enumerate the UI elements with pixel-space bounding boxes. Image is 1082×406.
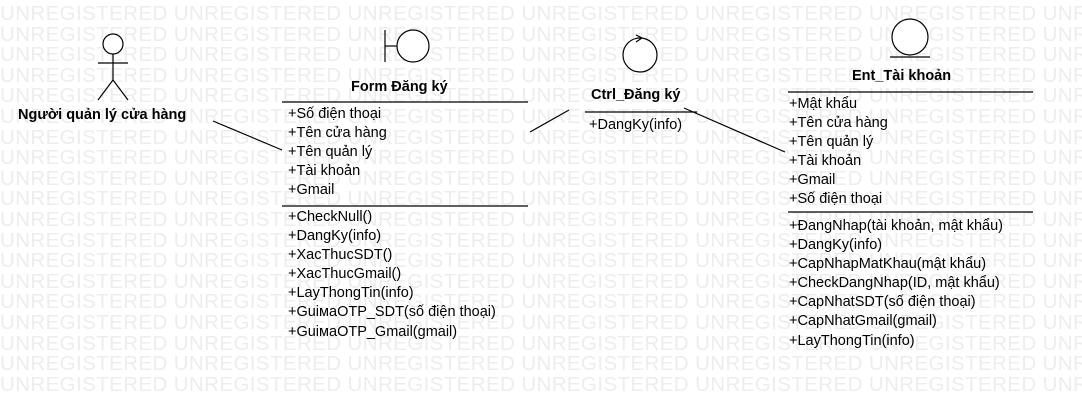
control-icon: [622, 34, 658, 73]
watermark-row: UNREGISTERED UNREGISTERED UNREGISTERED U…: [0, 146, 1082, 170]
association-boundary-control: [529, 109, 570, 133]
entity-icon: [890, 18, 930, 58]
watermark-row: UNREGISTERED UNREGISTERED UNREGISTERED U…: [0, 125, 1082, 149]
method-item: +ĐangNhap(tài khoản, mật khẩu): [789, 218, 1004, 234]
method-item: +LayThongTin(info): [789, 332, 915, 349]
attribute-item: +Gmail: [789, 172, 836, 189]
method-item: +CheckDangNhap(ID, mật khẩu): [789, 275, 1000, 292]
attribute-item: +Số điện thoại: [789, 191, 883, 208]
method-item: +XacThucGmail(): [288, 266, 402, 283]
watermark-row: UNREGISTERED UNREGISTERED UNREGISTERED U…: [0, 105, 1082, 128]
watermark-row: UNREGISTERED UNREGISTERED UNREGISTERED U…: [0, 22, 1082, 46]
method-item: +CheckNull(): [288, 209, 373, 225]
attribute-item: +Tên cửa hàng: [288, 125, 387, 142]
attribute-item: +Tài khoản: [288, 163, 361, 180]
entity-title: Ent_Tài khoản: [852, 68, 952, 84]
watermark-row: UNREGISTERED UNREGISTERED UNREGISTERED U…: [0, 84, 1082, 108]
control-method-list: +DangKy(info): [589, 116, 682, 135]
method-item: +CapNhatSDT(số điện thoại): [789, 294, 976, 311]
method-item: +GuiмaOTP_SDT(số điện thoại): [288, 304, 496, 321]
entity-method-list: +ĐangNhap(tài khoản, mật khẩu) +DangKy(i…: [789, 217, 1003, 351]
association-actor-boundary: [212, 120, 283, 151]
method-item: +GuiмaOTP_Gmail(gmail): [288, 323, 458, 340]
watermark-row: UNREGISTERED UNREGISTERED UNREGISTERED U…: [0, 331, 1082, 355]
attribute-item: +Tên quản lý: [288, 144, 373, 161]
watermark-row: UNREGISTERED UNREGISTERED UNREGISTERED U…: [0, 372, 1082, 396]
watermark-row: UNREGISTERED UNREGISTERED UNREGISTERED U…: [0, 228, 1082, 252]
method-item: +DangKy(info): [589, 117, 683, 133]
boundary-method-list: +CheckNull() +DangKy(info) +XacThucSDT()…: [288, 208, 496, 342]
association-control-entity: [683, 107, 786, 153]
method-item: +CapNhatGmail(gmail): [789, 313, 937, 330]
method-item: +DangKy(info): [789, 237, 883, 254]
attribute-item: +Tên quản lý: [789, 134, 874, 151]
boundary-attribute-list: +Số điện thoại +Tên cửa hàng +Tên quản l…: [288, 105, 387, 200]
attribute-item: +Mật khẩu: [789, 96, 858, 112]
attribute-item: +Tên cửa hàng: [789, 115, 888, 132]
actor-icon: [97, 33, 129, 101]
method-item: +CapNhapMatKhau(mật khẩu): [789, 256, 987, 273]
method-item: +LayThongTin(info): [288, 285, 414, 302]
attribute-item: +Gmail: [288, 182, 335, 199]
boundary-title: Form Đăng ký: [351, 79, 448, 95]
control-title: Ctrl_Đăng ký: [591, 87, 681, 103]
method-item: +XacThucSDT(): [288, 247, 393, 264]
watermark-row: UNREGISTERED UNREGISTERED UNREGISTERED U…: [0, 249, 1082, 273]
watermark-row: UNREGISTERED UNREGISTERED UNREGISTERED U…: [0, 63, 1082, 87]
watermark-row: UNREGISTERED UNREGISTERED UNREGISTERED U…: [0, 352, 1082, 376]
boundary-icon: [384, 29, 430, 63]
entity-attribute-list: +Mật khẩu +Tên cửa hàng +Tên quản lý +Tà…: [789, 95, 888, 210]
attribute-item: +Số điện thoại: [288, 106, 382, 122]
watermark-row: UNREGISTERED UNREGISTERED UNREGISTERED U…: [0, 166, 1082, 190]
watermark-row: UNREGISTERED UNREGISTERED UNREGISTERED U…: [0, 187, 1082, 211]
actor-label: Người quản lý cửa hàng: [18, 107, 187, 123]
watermark-row: UNREGISTERED UNREGISTERED UNREGISTERED U…: [0, 2, 1082, 25]
attribute-item: +Tài khoản: [789, 153, 862, 170]
watermark-row: UNREGISTERED UNREGISTERED UNREGISTERED U…: [0, 208, 1082, 231]
watermark-row: UNREGISTERED UNREGISTERED UNREGISTERED U…: [0, 311, 1082, 334]
watermark-row: UNREGISTERED UNREGISTERED UNREGISTERED U…: [0, 43, 1082, 67]
watermark-row: UNREGISTERED UNREGISTERED UNREGISTERED U…: [0, 269, 1082, 293]
method-item: +DangKy(info): [288, 228, 382, 245]
watermark-row: UNREGISTERED UNREGISTERED UNREGISTERED U…: [0, 290, 1082, 314]
